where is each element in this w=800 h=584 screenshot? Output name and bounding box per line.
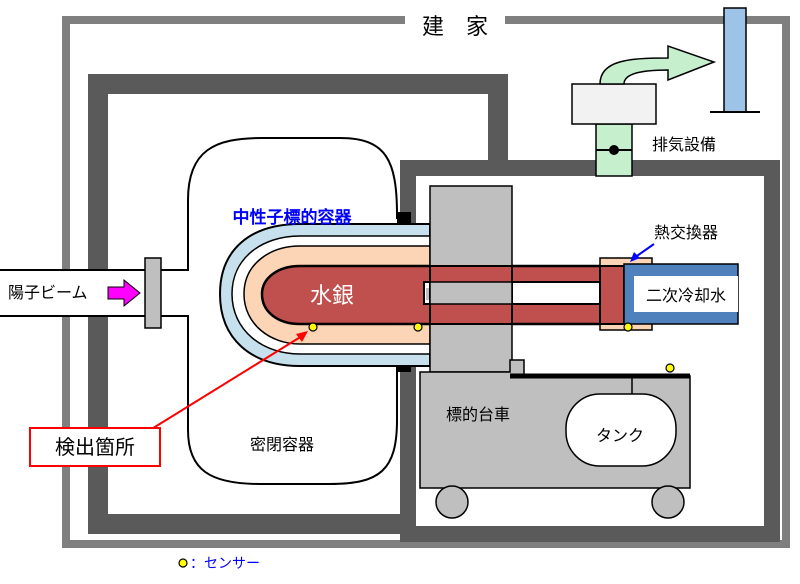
channel-through-column <box>429 281 513 305</box>
heat-exchanger-arrowhead <box>630 252 640 262</box>
legend-sensor-icon <box>178 558 188 568</box>
exhaust-valve <box>609 145 619 155</box>
exhaust-flow-arrow <box>599 44 717 85</box>
exhaust-label: 排気設備 <box>652 135 716 154</box>
heat-exchanger-label: 熱交換器 <box>654 223 718 242</box>
mercury-label: 水銀 <box>310 284 354 309</box>
cart-label: 標的台車 <box>446 405 510 424</box>
building-label: 建 家 <box>422 15 488 40</box>
detection-pointer <box>149 335 303 431</box>
tank <box>565 393 677 467</box>
sensor-marker <box>665 363 675 373</box>
containment-label: 密閉容器 <box>250 435 314 454</box>
detection-box <box>29 427 161 467</box>
cart-wheel-right <box>651 485 685 519</box>
coolant-label: 二次冷却水 <box>646 286 726 305</box>
mercury-in-exchanger <box>599 265 625 325</box>
detection-label: 検出箇所 <box>55 435 135 459</box>
exhaust-stack <box>723 7 747 113</box>
cart-wheel-left <box>435 485 469 519</box>
target-vessel-label: 中性子標的容器 <box>233 207 353 228</box>
sensor-marker <box>308 322 318 332</box>
tank-label: タンク <box>596 426 644 445</box>
sensor-marker <box>413 322 423 332</box>
sensor-marker <box>623 322 633 332</box>
detection-arrowhead <box>296 331 308 342</box>
exhaust-filter <box>571 83 657 125</box>
proton-beam-label: 陽子ビーム <box>8 283 88 302</box>
beam-window <box>144 257 162 329</box>
legend-label: ：センサー <box>190 556 260 572</box>
proton-beam-arrow <box>107 278 141 308</box>
coolant-pipe-inner <box>634 276 738 312</box>
